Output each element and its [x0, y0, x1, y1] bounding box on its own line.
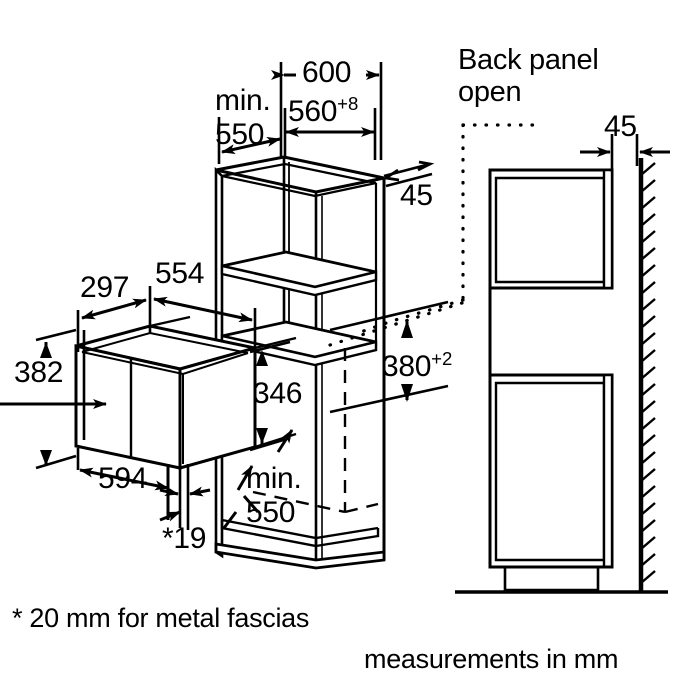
dimension-19: *19 [162, 523, 206, 555]
dimension-min550-bottom-leaders [222, 429, 294, 529]
footer-note-metal-fascias: * 20 mm for metal fascias [12, 603, 310, 633]
dimension-45-wall: 45 [604, 110, 637, 143]
dimension-382: 382 [14, 356, 64, 389]
dimension-560: 560+8 [288, 94, 358, 128]
dimension-297-line [81, 298, 147, 320]
dimension-560-tolerance: +8 [337, 93, 359, 114]
dimension-382-arrows [40, 342, 52, 466]
dimension-380-value: 380 [382, 350, 432, 383]
footer-note-units: measurements in mm [364, 644, 619, 674]
dimension-380-extension [329, 300, 449, 414]
min-label-bottom: min. [246, 462, 302, 495]
dimension-380-tolerance: +2 [431, 348, 453, 369]
back-panel-leader-line [353, 123, 542, 336]
dimension-554: 554 [155, 257, 205, 290]
dimension-560-value: 560 [288, 95, 338, 128]
dimension-19-value: 19 [173, 522, 207, 555]
dimension-45-wall-extension [610, 134, 639, 172]
dimension-45-cabinet: 45 [400, 179, 433, 212]
min-value-bottom: 550 [246, 495, 296, 529]
appliance-box [74, 324, 257, 470]
dimension-297-554-extension [76, 286, 257, 470]
dimension-19 [178, 462, 190, 530]
dimension-554-line [153, 296, 253, 323]
back-panel-leader-diagonal [328, 301, 464, 347]
dimension-346: 346 [253, 377, 303, 410]
back-panel-note-line: Back panel open [458, 44, 599, 109]
back-panel-open-note: Back panel open [458, 44, 628, 109]
dimension-45-cabinet-marks [382, 160, 435, 188]
min-value-top: 550 [215, 117, 265, 151]
dimension-600: 600 [302, 56, 352, 89]
dimension-380: 380+2 [382, 349, 452, 383]
right-elevation [455, 168, 668, 594]
wall-hatching [638, 158, 656, 592]
dimension-346-arrows [256, 350, 268, 444]
dimension-min-550-top: min. 550 [215, 84, 271, 151]
dimension-382 [0, 328, 107, 470]
fascia-asterisk: * [162, 522, 174, 555]
min-label-top: min. [215, 84, 271, 117]
dimension-19-arrows [159, 486, 211, 522]
dimension-min-550-bottom: min. 550 [246, 462, 302, 529]
dimension-380-arrows [401, 320, 413, 402]
dimension-297: 297 [80, 271, 130, 304]
dimension-594: 594 [98, 462, 148, 495]
dimension-min550-top-line [221, 136, 281, 155]
